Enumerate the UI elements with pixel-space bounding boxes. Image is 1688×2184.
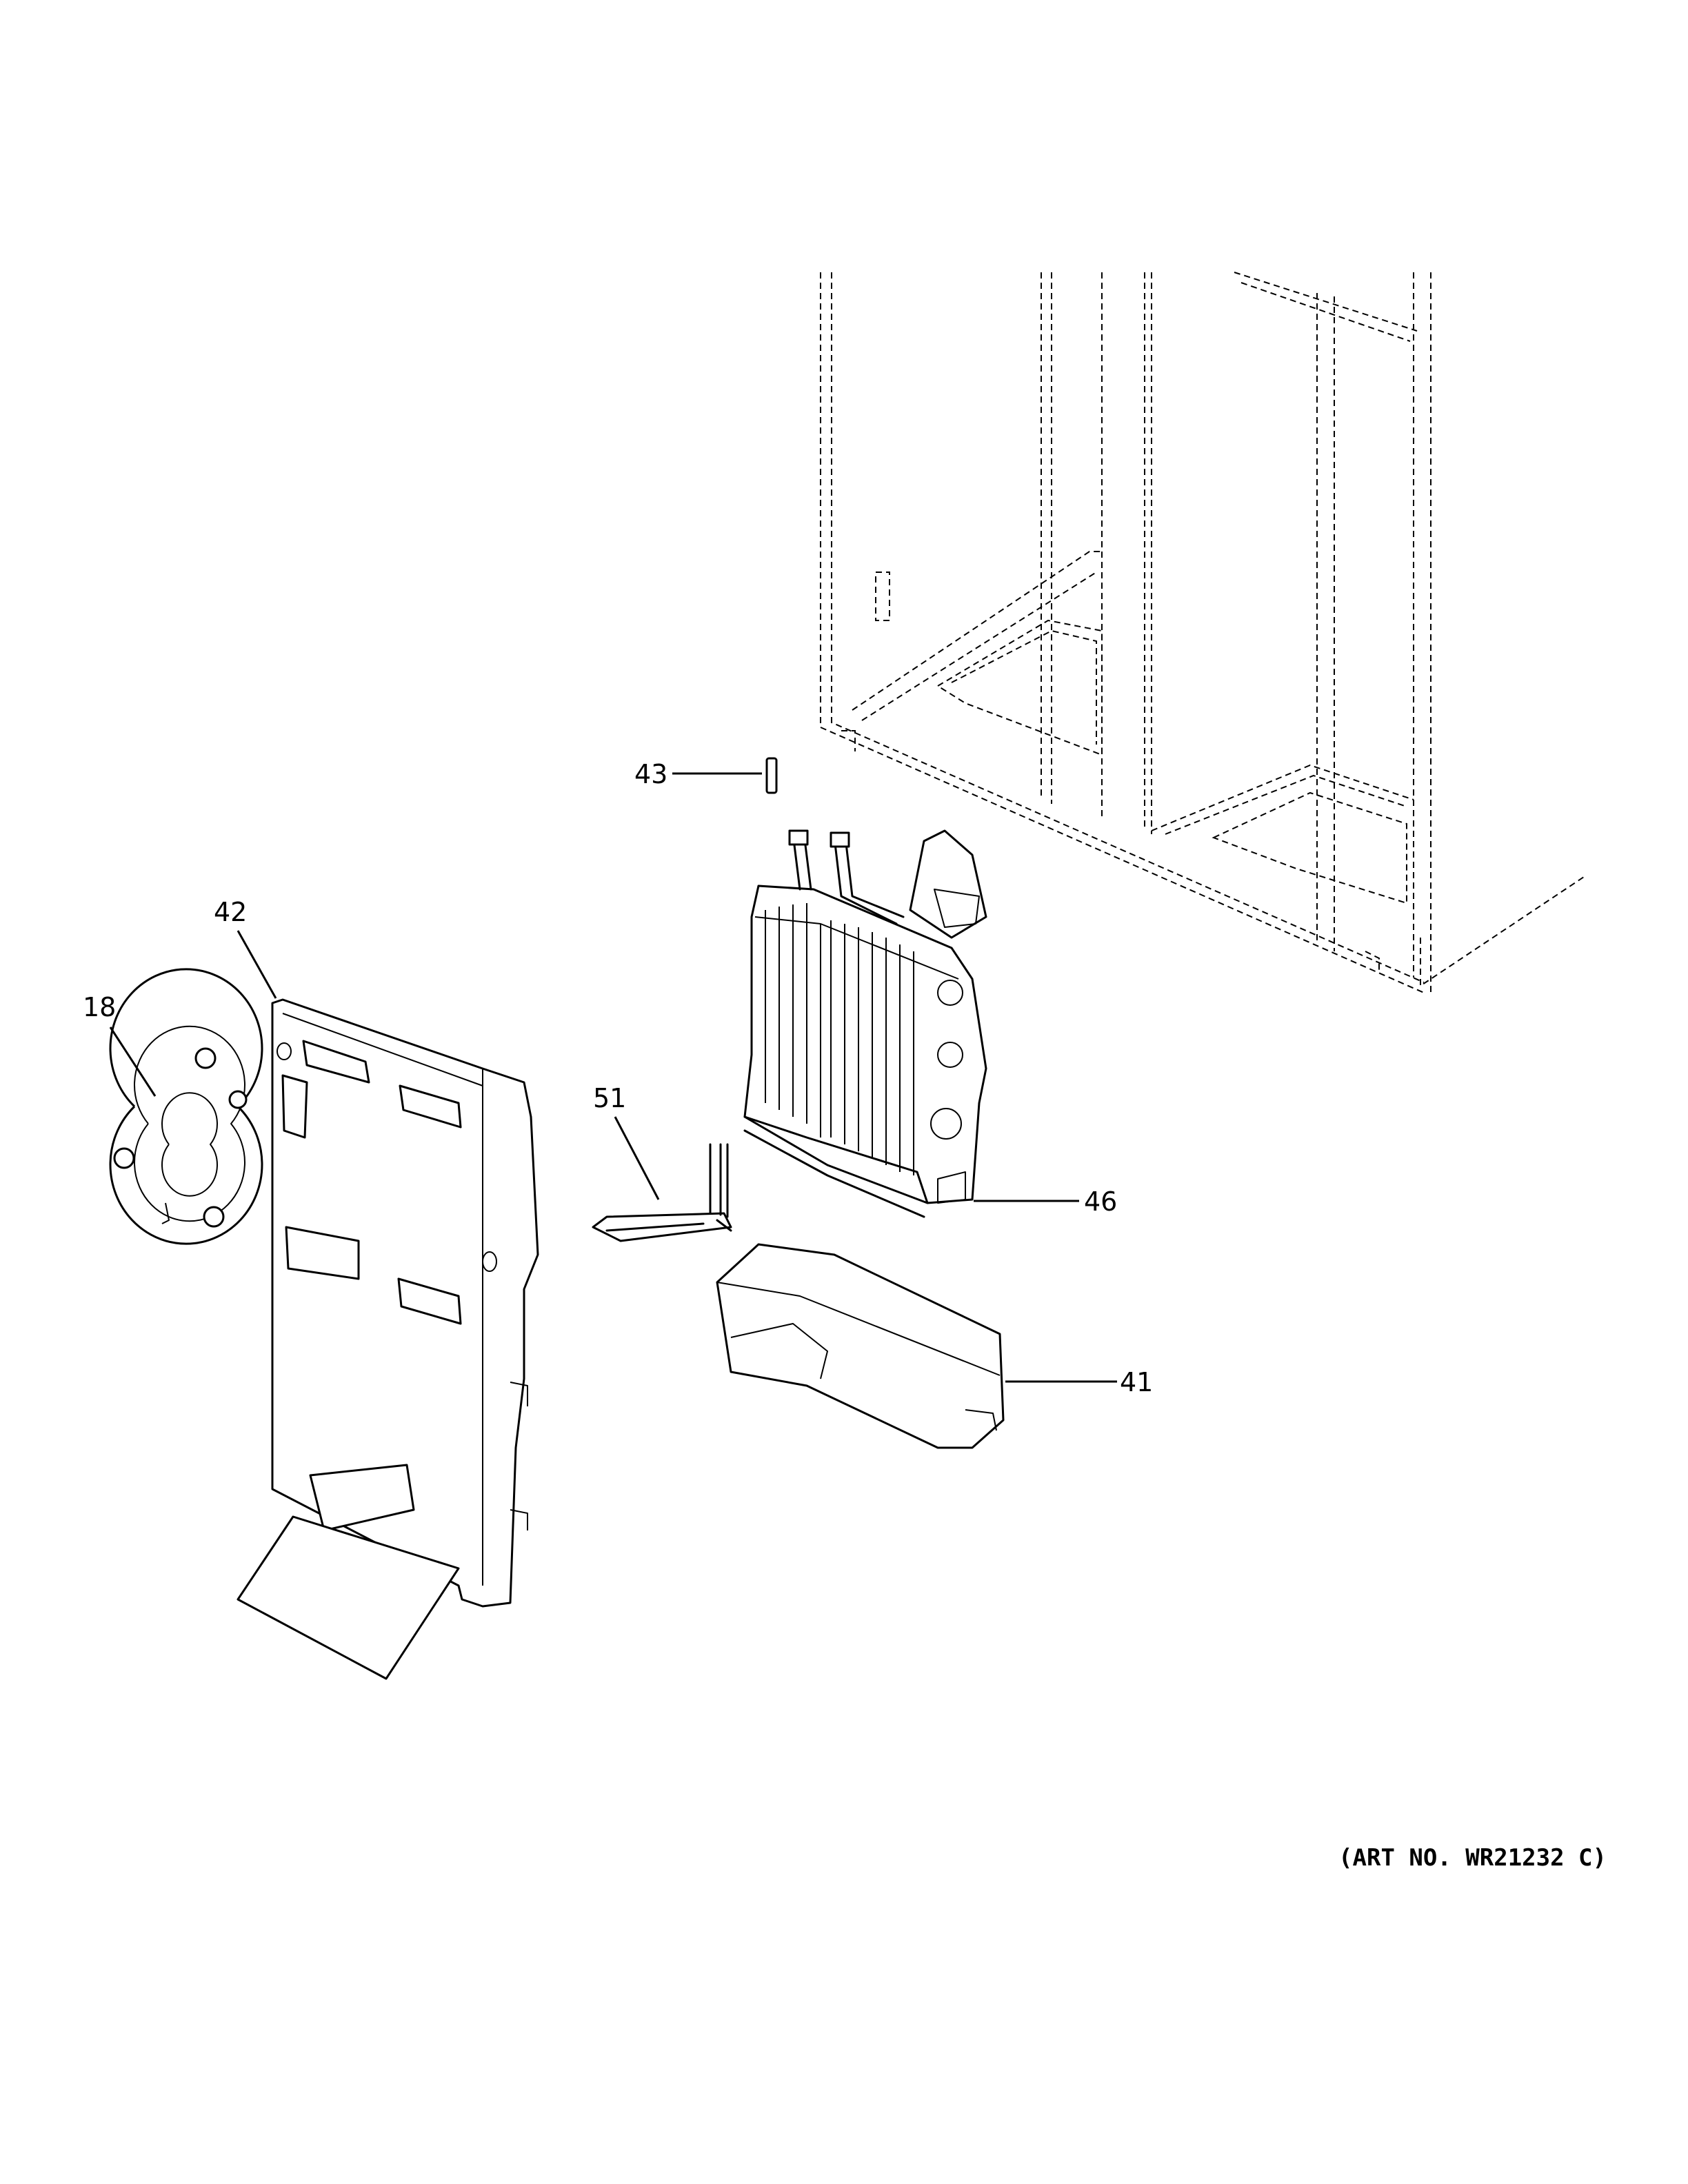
leader-42 (237, 930, 277, 999)
part-42-duct-panel (237, 998, 539, 1680)
art-number: (ART NO. WR21232 C) (1338, 1844, 1607, 1872)
part-41-drain-pan (716, 1243, 1005, 1449)
callout-43: 43 (634, 759, 667, 789)
callout-42: 42 (214, 897, 247, 927)
leader-18 (109, 1027, 157, 1097)
callout-18: 18 (83, 992, 116, 1022)
callout-41: 41 (1120, 1367, 1153, 1397)
leader-51 (614, 1116, 660, 1200)
cabinet-outline (820, 272, 1587, 993)
part-43-plug (765, 757, 778, 794)
part-18-fan-motor (109, 968, 263, 1245)
callout-leaders (109, 772, 1117, 1383)
callout-51: 51 (593, 1083, 626, 1113)
part-46-evaporator (743, 829, 987, 1218)
callout-46: 46 (1084, 1186, 1117, 1217)
part-51-heater (592, 1143, 732, 1242)
